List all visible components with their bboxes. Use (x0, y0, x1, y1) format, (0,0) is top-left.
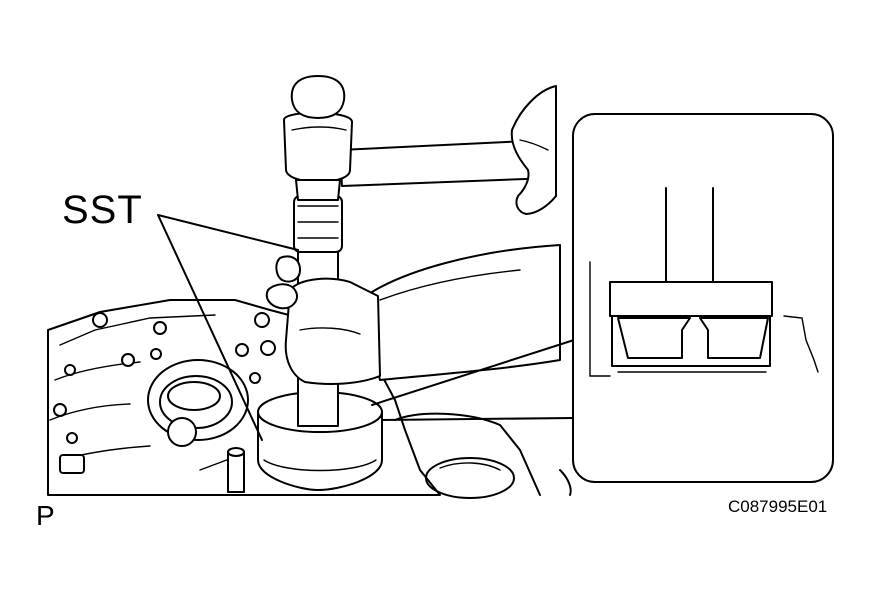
hand (265, 255, 381, 385)
sst-label: SST (62, 188, 143, 232)
arm (359, 244, 561, 381)
sst-leader-lines (157, 214, 299, 441)
figure-code: C087995E01 (728, 497, 828, 516)
hammer-hand (510, 85, 557, 215)
inset-pointer-lines (371, 339, 575, 421)
hammer (283, 75, 553, 201)
detail-inset (572, 113, 834, 483)
view-marker: P (36, 500, 55, 531)
